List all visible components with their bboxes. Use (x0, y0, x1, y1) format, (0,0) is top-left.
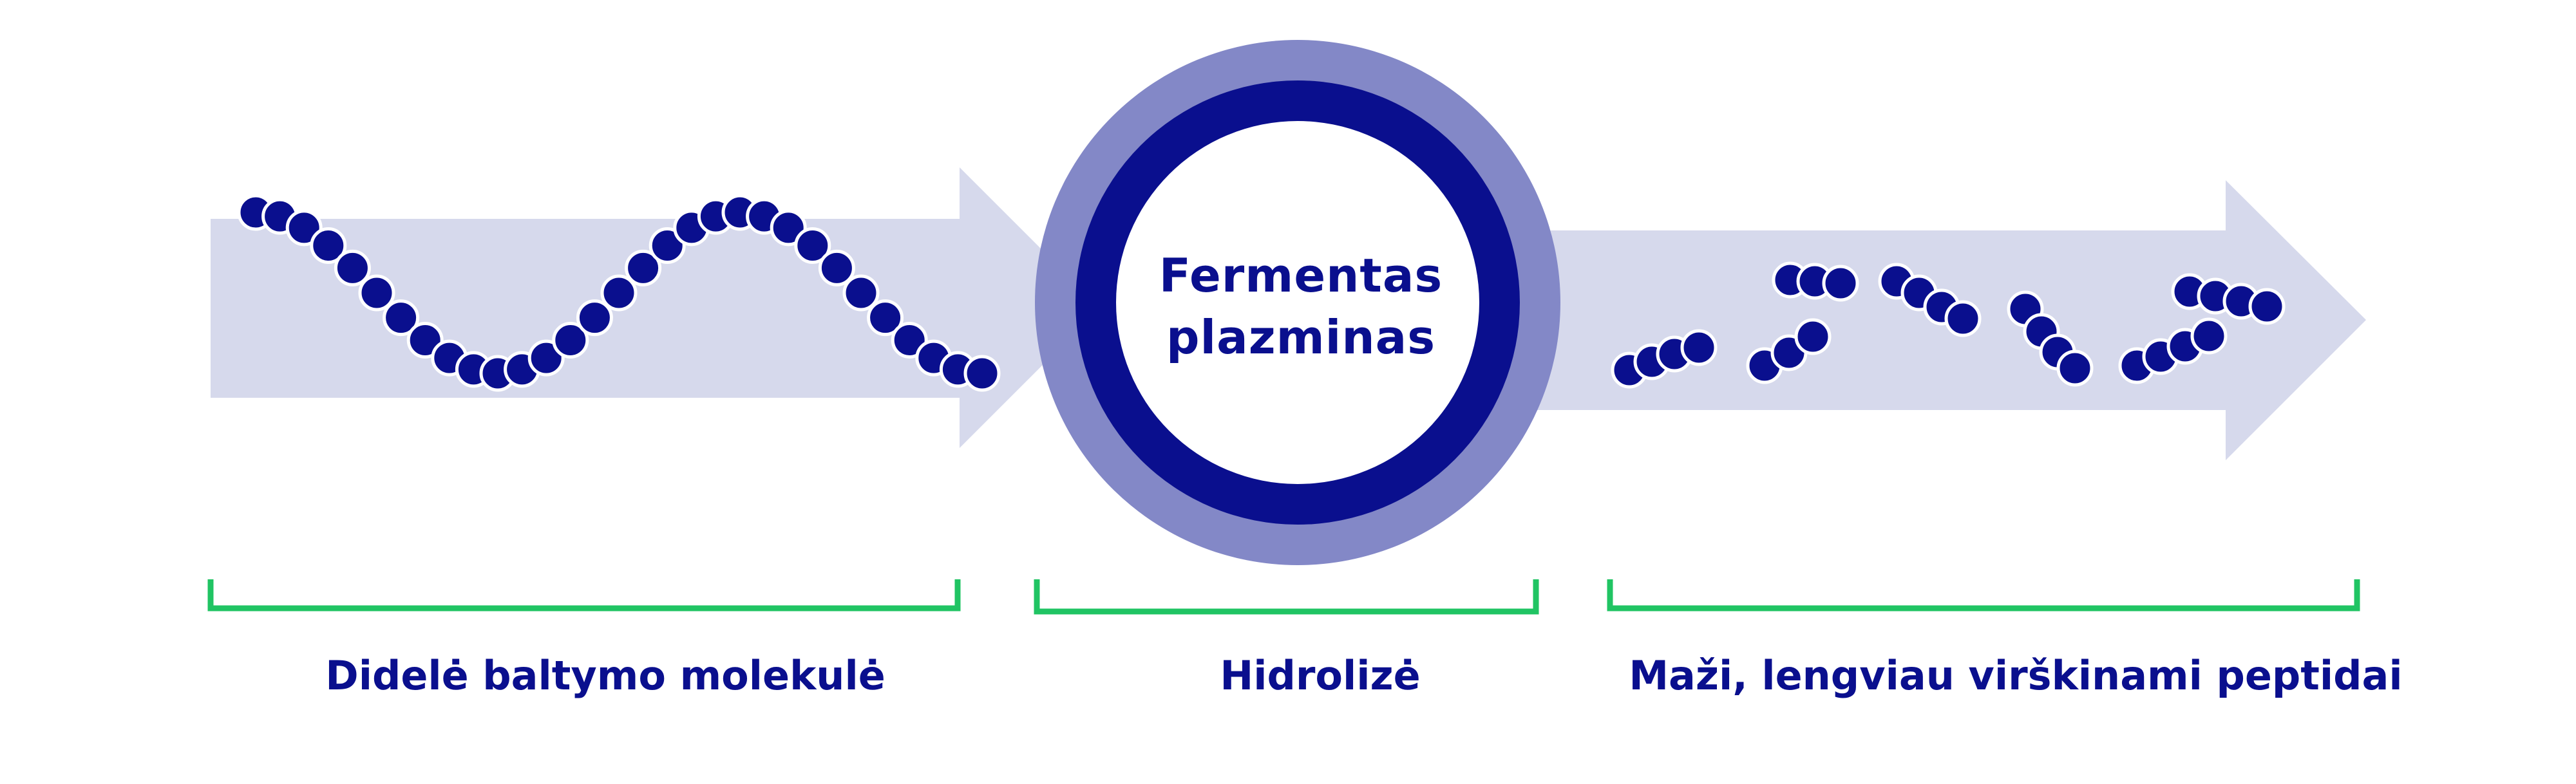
small-peptides (1611, 261, 2286, 389)
protein-bead (842, 274, 880, 312)
peptide-bead (2248, 288, 2286, 325)
protein-bead (794, 227, 831, 265)
enzyme-core (1116, 121, 1479, 484)
large-protein-molecule (237, 194, 1001, 392)
protein-bead (334, 249, 371, 286)
protein-bead (818, 249, 855, 286)
bracket-right (1607, 579, 2360, 611)
peptide-bead (1680, 329, 1718, 366)
caption-hydrolysis: Hidrolizė (1220, 652, 1421, 699)
protein-bead (358, 274, 395, 312)
left-arrow (211, 167, 1100, 448)
protein-bead (552, 321, 589, 359)
protein-bead (649, 227, 686, 265)
peptide-bead (2056, 350, 2094, 387)
caption-small-peptides: Maži, lengviau virškinami peptidai (1629, 652, 2403, 699)
bracket-left (207, 579, 961, 611)
enzyme-label-line2: plazminas (1166, 310, 1436, 364)
enzyme-label: Fermentas plazminas (1121, 245, 1481, 368)
protein-bead (600, 274, 638, 312)
protein-bead (527, 339, 565, 377)
peptide-bead (1822, 265, 1859, 302)
protein-bead (310, 227, 347, 265)
protein-bead (867, 299, 904, 337)
protein-bead (891, 321, 928, 359)
protein-bead (285, 209, 323, 247)
protein-bead (383, 299, 420, 337)
peptide-bead (2190, 317, 2228, 355)
enzyme-label-line1: Fermentas (1159, 248, 1443, 303)
bracket-middle (1034, 579, 1539, 615)
protein-bead (963, 355, 1001, 392)
peptide-bead (1794, 318, 1832, 355)
protein-bead (406, 321, 444, 359)
protein-bead (576, 299, 613, 337)
protein-bead (625, 249, 662, 286)
protein-bead (770, 209, 807, 247)
caption-large-protein: Didelė baltymo molekulė (325, 652, 886, 699)
peptide-bead (1944, 300, 1982, 337)
